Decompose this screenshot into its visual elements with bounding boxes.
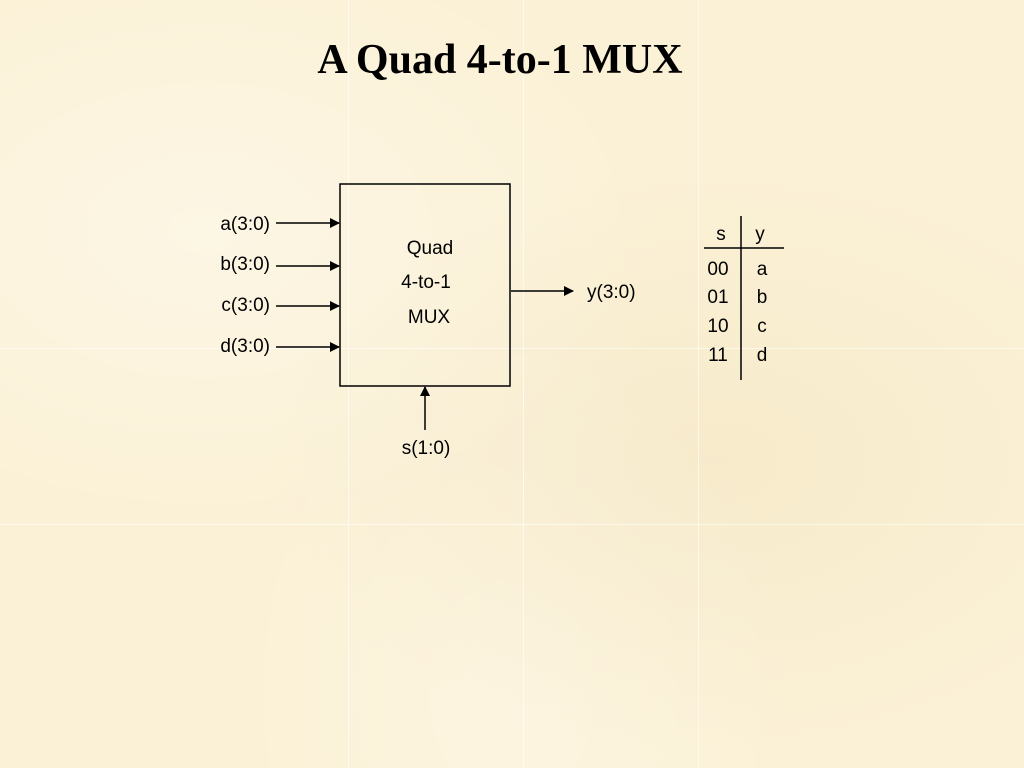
input-label-d: d(3:0) [220, 336, 270, 357]
input-label-a: a(3:0) [220, 214, 270, 235]
mux-label-line-3: MUX [408, 307, 451, 328]
truth-table-y-2: c [757, 316, 767, 337]
truth-table-y-0: a [757, 259, 768, 280]
mux-label-line-2: 4-to-1 [401, 272, 451, 293]
truth-table-s-0: 00 [707, 259, 728, 280]
truth-table-s-3: 11 [708, 345, 728, 366]
truth-table-y-1: b [757, 287, 768, 308]
truth-table-header-s: s [716, 224, 726, 245]
select-label: s(1:0) [402, 438, 451, 459]
output-label: y(3:0) [587, 282, 636, 303]
truth-table-y-3: d [757, 345, 768, 366]
truth-table-header-y: y [755, 224, 765, 245]
page-title: A Quad 4-to-1 MUX [317, 37, 683, 83]
mux-label-line-1: Quad [407, 238, 453, 259]
truth-table-s-1: 01 [707, 287, 728, 308]
input-label-b: b(3:0) [220, 254, 270, 275]
truth-table-s-2: 10 [707, 316, 728, 337]
input-label-c: c(3:0) [221, 295, 270, 316]
